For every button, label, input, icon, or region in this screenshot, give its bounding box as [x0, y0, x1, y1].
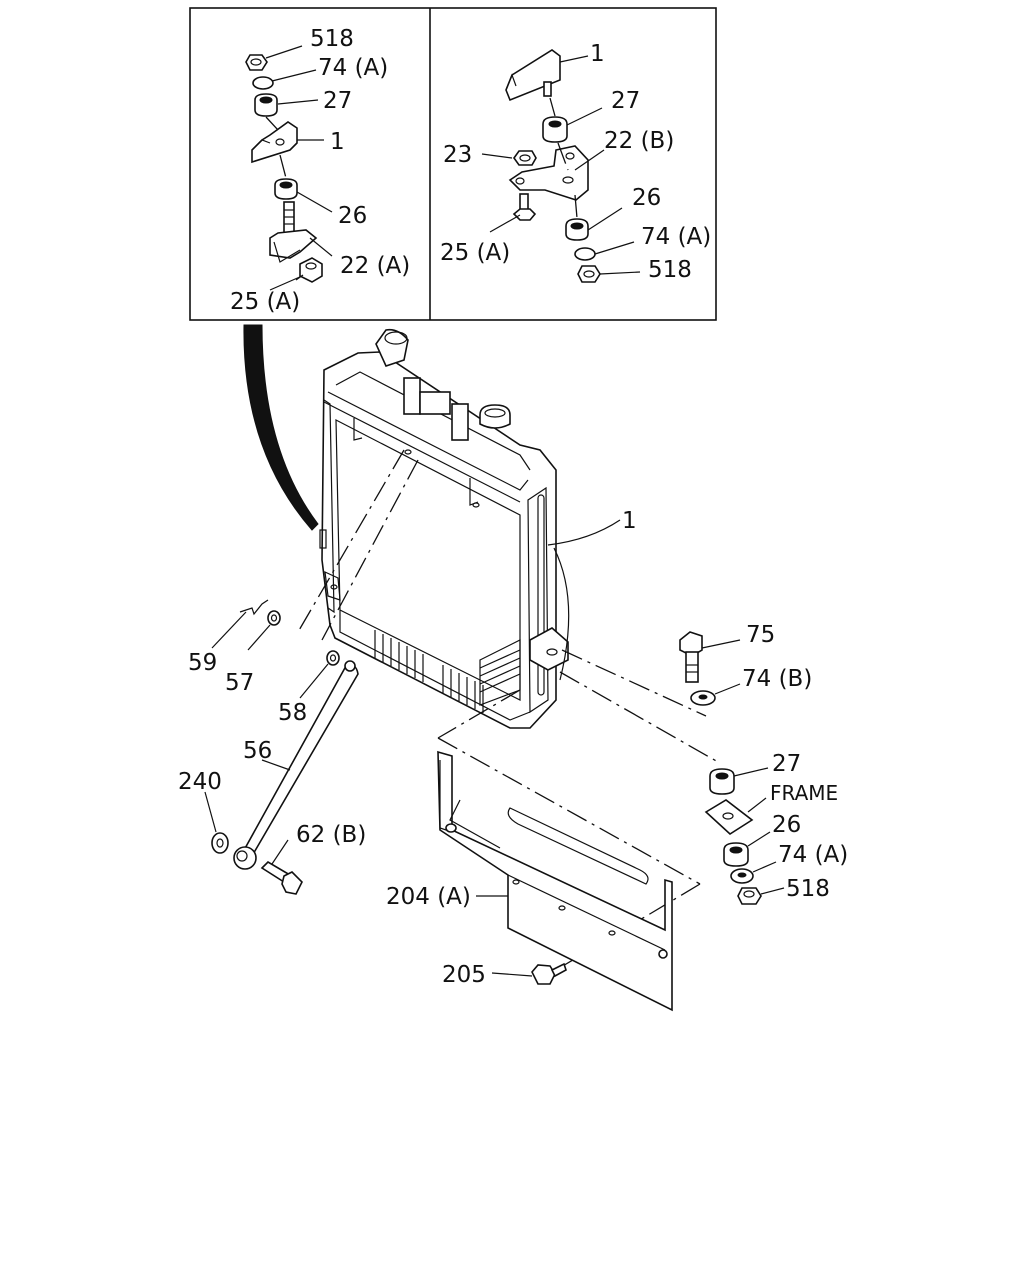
label-22b: 22 (B) [604, 128, 674, 154]
nut-240-icon [211, 832, 229, 854]
mount-22a-icon [269, 201, 318, 263]
washer-74b-icon [690, 690, 716, 706]
cushion-26-icon [565, 218, 589, 241]
cushion-27-icon [542, 116, 568, 143]
bolt-205-icon [531, 962, 567, 985]
label-23: 23 [443, 142, 472, 168]
stay-rod-56-icon [241, 660, 359, 858]
washer-74a-icon [252, 76, 274, 90]
label-57: 57 [225, 670, 254, 696]
washer-58-icon [326, 650, 340, 666]
nut-518-icon [245, 54, 268, 71]
label-1: 1 [590, 41, 605, 67]
cushion-27-icon [254, 93, 278, 117]
label-27: 27 [611, 88, 640, 114]
label-25a: 25 (A) [230, 289, 300, 315]
label-74a: 74 (A) [641, 224, 711, 250]
label-518: 518 [310, 26, 354, 52]
washer-57-icon [267, 610, 281, 626]
washer-74a-icon [730, 868, 754, 884]
nut-23-icon [513, 150, 537, 166]
mount-22b-icon [508, 145, 589, 201]
main-labels: 1 59 57 58 56 240 62 (B) 75 74 (B) 27 FR… [178, 508, 848, 988]
inset-left-parts [245, 45, 333, 291]
nut-518-icon [737, 887, 762, 905]
cushion-26-icon [723, 842, 749, 867]
label-1: 1 [330, 129, 345, 155]
label-518: 518 [786, 876, 830, 902]
label-26: 26 [772, 812, 801, 838]
bracket-204a-icon [437, 750, 673, 1012]
bushing-icon [233, 846, 257, 870]
label-204a: 204 (A) [386, 884, 471, 910]
label-22a: 22 (A) [340, 253, 410, 279]
label-26: 26 [338, 203, 367, 229]
nut-518-icon [577, 265, 601, 283]
label-25a: 25 (A) [440, 240, 510, 266]
label-frame: FRAME [770, 781, 838, 805]
washer-74a-icon [574, 247, 596, 261]
label-205: 205 [442, 962, 486, 988]
bolt-25a-icon [295, 257, 323, 283]
bracket-1-icon [251, 121, 298, 164]
frame-plate-icon [704, 799, 754, 836]
label-74a: 74 (A) [318, 55, 388, 81]
inset-callout-arc [243, 324, 319, 531]
bolt-62b-icon [260, 860, 303, 895]
inset-left-labels: 518 74 (A) 27 1 26 22 (A) 25 (A) [230, 26, 410, 315]
inset-right-parts [481, 49, 641, 283]
label-58: 58 [278, 700, 307, 726]
bolt-25a-icon [512, 193, 537, 221]
label-74a: 74 (A) [778, 842, 848, 868]
bolt-75-icon [679, 631, 703, 683]
inset-right-labels: 1 27 22 (B) 23 26 25 (A) 74 (A) 518 [440, 41, 711, 283]
label-1: 1 [622, 508, 637, 534]
label-74b: 74 (B) [742, 666, 812, 692]
inset-box [189, 7, 717, 321]
label-26: 26 [632, 185, 661, 211]
radiator-bottom-fins [374, 630, 521, 713]
label-62b: 62 (B) [296, 822, 366, 848]
cushion-27-icon [709, 768, 735, 795]
label-75: 75 [746, 622, 775, 648]
label-56: 56 [243, 738, 272, 764]
bracket-1-icon [505, 49, 561, 102]
label-240: 240 [178, 769, 222, 795]
label-518: 518 [648, 257, 692, 283]
label-59: 59 [188, 650, 217, 676]
label-27: 27 [772, 751, 801, 777]
clip-59-icon [239, 599, 269, 616]
label-27: 27 [323, 88, 352, 114]
cushion-26-icon [274, 178, 298, 200]
radiator-assembly [319, 328, 621, 729]
